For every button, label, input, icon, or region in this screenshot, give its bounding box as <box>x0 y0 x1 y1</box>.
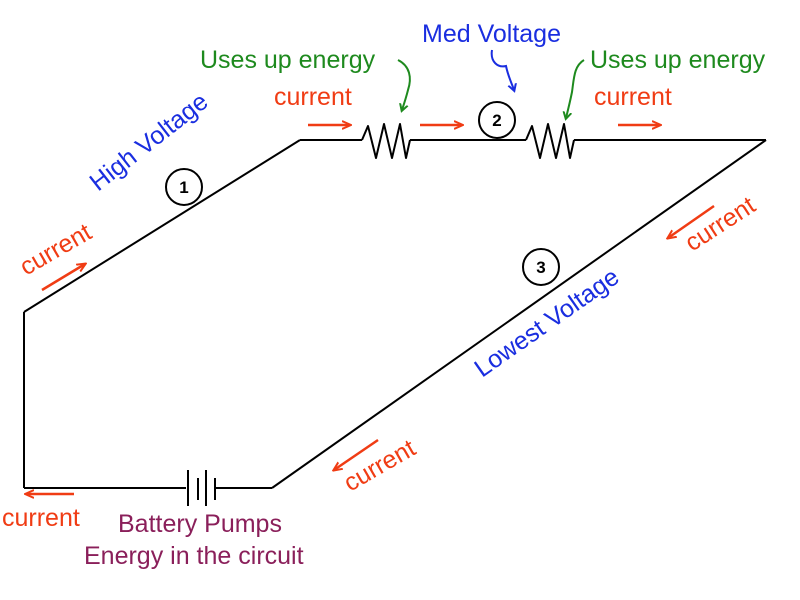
current-label-top-left: current <box>274 83 352 111</box>
point-marker-2: 2 <box>478 101 516 139</box>
point-marker-1-label: 1 <box>179 178 188 197</box>
point-marker-2-label: 2 <box>492 111 501 130</box>
battery-icon <box>187 470 216 506</box>
current-arrow-left-diagonal <box>41 264 85 292</box>
current-label-left-diagonal: current <box>15 218 96 281</box>
current-label-lower-diagonal: current <box>339 434 420 497</box>
battery-caption-line1: Battery Pumps <box>118 510 282 538</box>
current-label-top-right: current <box>594 83 672 111</box>
battery-caption-line2: Energy in the circuit <box>84 542 304 570</box>
resistor-1-icon <box>361 123 411 159</box>
uses-up-energy-left-pointer-icon <box>397 59 411 110</box>
med-voltage-pointer-icon <box>490 49 514 90</box>
current-arrow-lower-diagonal <box>334 438 379 470</box>
med-voltage-label: Med Voltage <box>422 20 561 48</box>
wire-right-diagonal <box>271 139 767 489</box>
uses-up-energy-right-pointer-icon <box>566 59 585 118</box>
point-marker-3: 3 <box>522 248 560 286</box>
point-marker-3-label: 3 <box>536 258 545 277</box>
current-label-bottom-left: current <box>2 504 80 532</box>
current-arrows <box>26 125 715 494</box>
circuit-wires <box>23 139 767 489</box>
current-arrow-right-diagonal <box>668 204 715 238</box>
resistor-2-icon <box>525 123 575 159</box>
point-marker-1: 1 <box>165 168 203 206</box>
wire-left-diagonal <box>23 139 301 313</box>
uses-up-energy-left-label: Uses up energy <box>200 46 376 74</box>
uses-up-energy-right-label: Uses up energy <box>590 46 766 74</box>
current-label-right-diagonal: current <box>680 191 761 257</box>
